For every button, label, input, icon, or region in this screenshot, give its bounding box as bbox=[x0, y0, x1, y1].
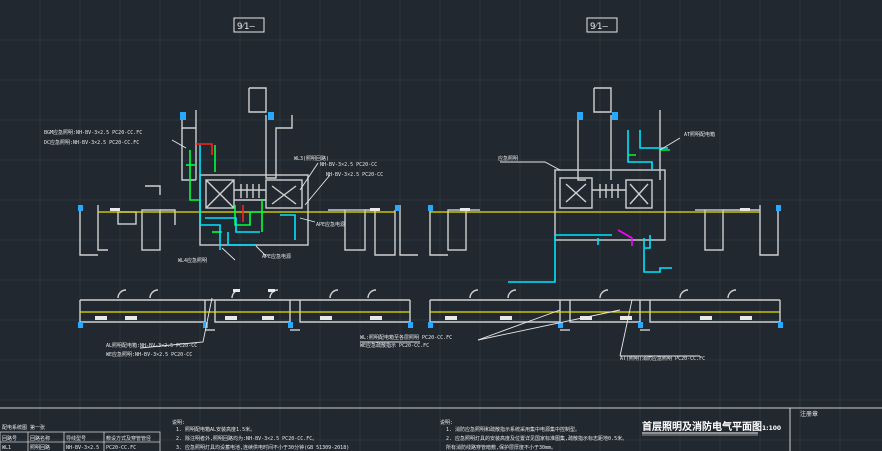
note-at-emergency: AT(照明)消防应急照明 PC20-CC.FC bbox=[620, 355, 705, 362]
notes-heading: 说明: bbox=[172, 419, 185, 426]
drawing-scale: 1:100 bbox=[762, 425, 781, 432]
axis-tag-right-text: 9⁄1— bbox=[590, 22, 608, 32]
left-unit-walls bbox=[79, 87, 418, 331]
leader-lines bbox=[139, 137, 700, 357]
note-we-cable: WE应急照明:NH-BV-3×2.5 PC20-CC bbox=[106, 351, 192, 358]
note-item: 所有消防线路穿管暗敷,保护层厚度不小于30mm。 bbox=[446, 444, 556, 451]
notes-heading: 说明: bbox=[440, 419, 453, 426]
table-cell: PC20-CC.FC bbox=[106, 445, 136, 451]
table-header: 回路号 bbox=[2, 435, 17, 442]
magenta-circuit-right[interactable] bbox=[617, 229, 633, 246]
table-header: 回路名称 bbox=[30, 435, 50, 442]
note-wl3: WL3(照明回路) bbox=[294, 155, 329, 162]
annotations: BGM应急照明:NH-BV-3×2.5 PC20-CC.FC DC应急照明:NH… bbox=[44, 129, 715, 362]
note-ape-2: APE应急电源 bbox=[262, 253, 291, 260]
axis-tag-left-text: 9⁄1— bbox=[237, 22, 255, 32]
green-circuit-right[interactable] bbox=[628, 149, 670, 156]
table-title: 配电系统图 第一张 bbox=[2, 424, 45, 431]
yellow-grid-lines bbox=[80, 211, 780, 313]
title-block-label: 注册章 bbox=[800, 410, 818, 418]
blue-fixtures bbox=[78, 112, 783, 328]
note-al-cable: AL照明配电箱:NH-BV-3×2.5 PC20-CC bbox=[106, 342, 197, 349]
cyan-circuit-right[interactable] bbox=[508, 130, 672, 283]
axis-tag-left[interactable]: 9⁄1— bbox=[233, 17, 265, 33]
note-item: 1. 消防应急照明和疏散指示系统采用集中电源集中控制型。 bbox=[446, 426, 580, 433]
note-ape: APE应急电源 bbox=[316, 221, 345, 228]
note-item: 2. 应急照明灯具的安装高度及位置详见国家标准图集,疏散指示标志距地0.5米。 bbox=[446, 435, 627, 442]
table-cell: NH-BV-3×2.5 bbox=[66, 445, 99, 451]
table-header: 敷设方式及穿管管径 bbox=[106, 435, 151, 442]
note-item: 3. 应急照明灯具均设蓄电池,连续供电时间不小于30分钟(GB 51309-20… bbox=[176, 444, 349, 451]
note-right-emergency: 应急照明 bbox=[498, 155, 518, 162]
note-bgm-emergency: BGM应急照明:NH-BV-3×2.5 PC20-CC.FC bbox=[44, 129, 142, 136]
drawing-title-text: 首层照明及消防电气平面图 bbox=[642, 420, 762, 433]
note-item: 1. 照明配电箱AL安装高度1.5米。 bbox=[176, 426, 255, 433]
notes-right: 说明: 1. 消防应急照明和疏散指示系统采用集中电源集中控制型。 2. 应急照明… bbox=[440, 419, 627, 451]
note-we-indicator: WE应急疏散指示 PC20-CC.FC bbox=[360, 342, 429, 349]
note-wl3-cable-2: NH-BV-3×2.5 PC20-CC bbox=[326, 172, 383, 178]
green-circuit-left[interactable] bbox=[186, 145, 263, 233]
note-item: 2. 除注明者外,照明回路均为:NH-BV-3×2.5 PC20-CC.FC。 bbox=[176, 435, 317, 442]
cyan-circuit-left[interactable] bbox=[199, 145, 296, 250]
notes-left: 说明: 1. 照明配电箱AL安装高度1.5米。 2. 除注明者外,照明回路均为:… bbox=[172, 419, 349, 451]
table-header: 导线型号 bbox=[66, 435, 86, 442]
note-wl-distribution: WL:照明配电箱至各层照明 PC20-CC.FC bbox=[360, 334, 452, 341]
note-wl3-cable-1: NH-BV-3×2.5 PC20-CC bbox=[320, 162, 377, 168]
right-unit-walls bbox=[429, 87, 781, 331]
note-at-box: AT照明配电箱 bbox=[684, 131, 715, 138]
table-cell: WL1 bbox=[2, 445, 11, 451]
note-dc-emergency: DC应急照明:NH-BV-3×2.5 PC20-CC.FC bbox=[44, 139, 139, 146]
table-cell: 照明回路 bbox=[30, 444, 50, 451]
axis-tag-right[interactable]: 9⁄1— bbox=[586, 17, 618, 33]
room-fixtures bbox=[95, 208, 752, 320]
red-circuit-left[interactable] bbox=[196, 143, 244, 222]
distribution-table[interactable]: 配电系统图 第一张 回路号 回路名称 导线型号 敷设方式及穿管管径 WL1 照明… bbox=[0, 424, 161, 451]
drawing-title[interactable]: 首层照明及消防电气平面图 1:100 bbox=[642, 420, 781, 436]
note-wl4: WL4应急照明 bbox=[178, 257, 207, 264]
